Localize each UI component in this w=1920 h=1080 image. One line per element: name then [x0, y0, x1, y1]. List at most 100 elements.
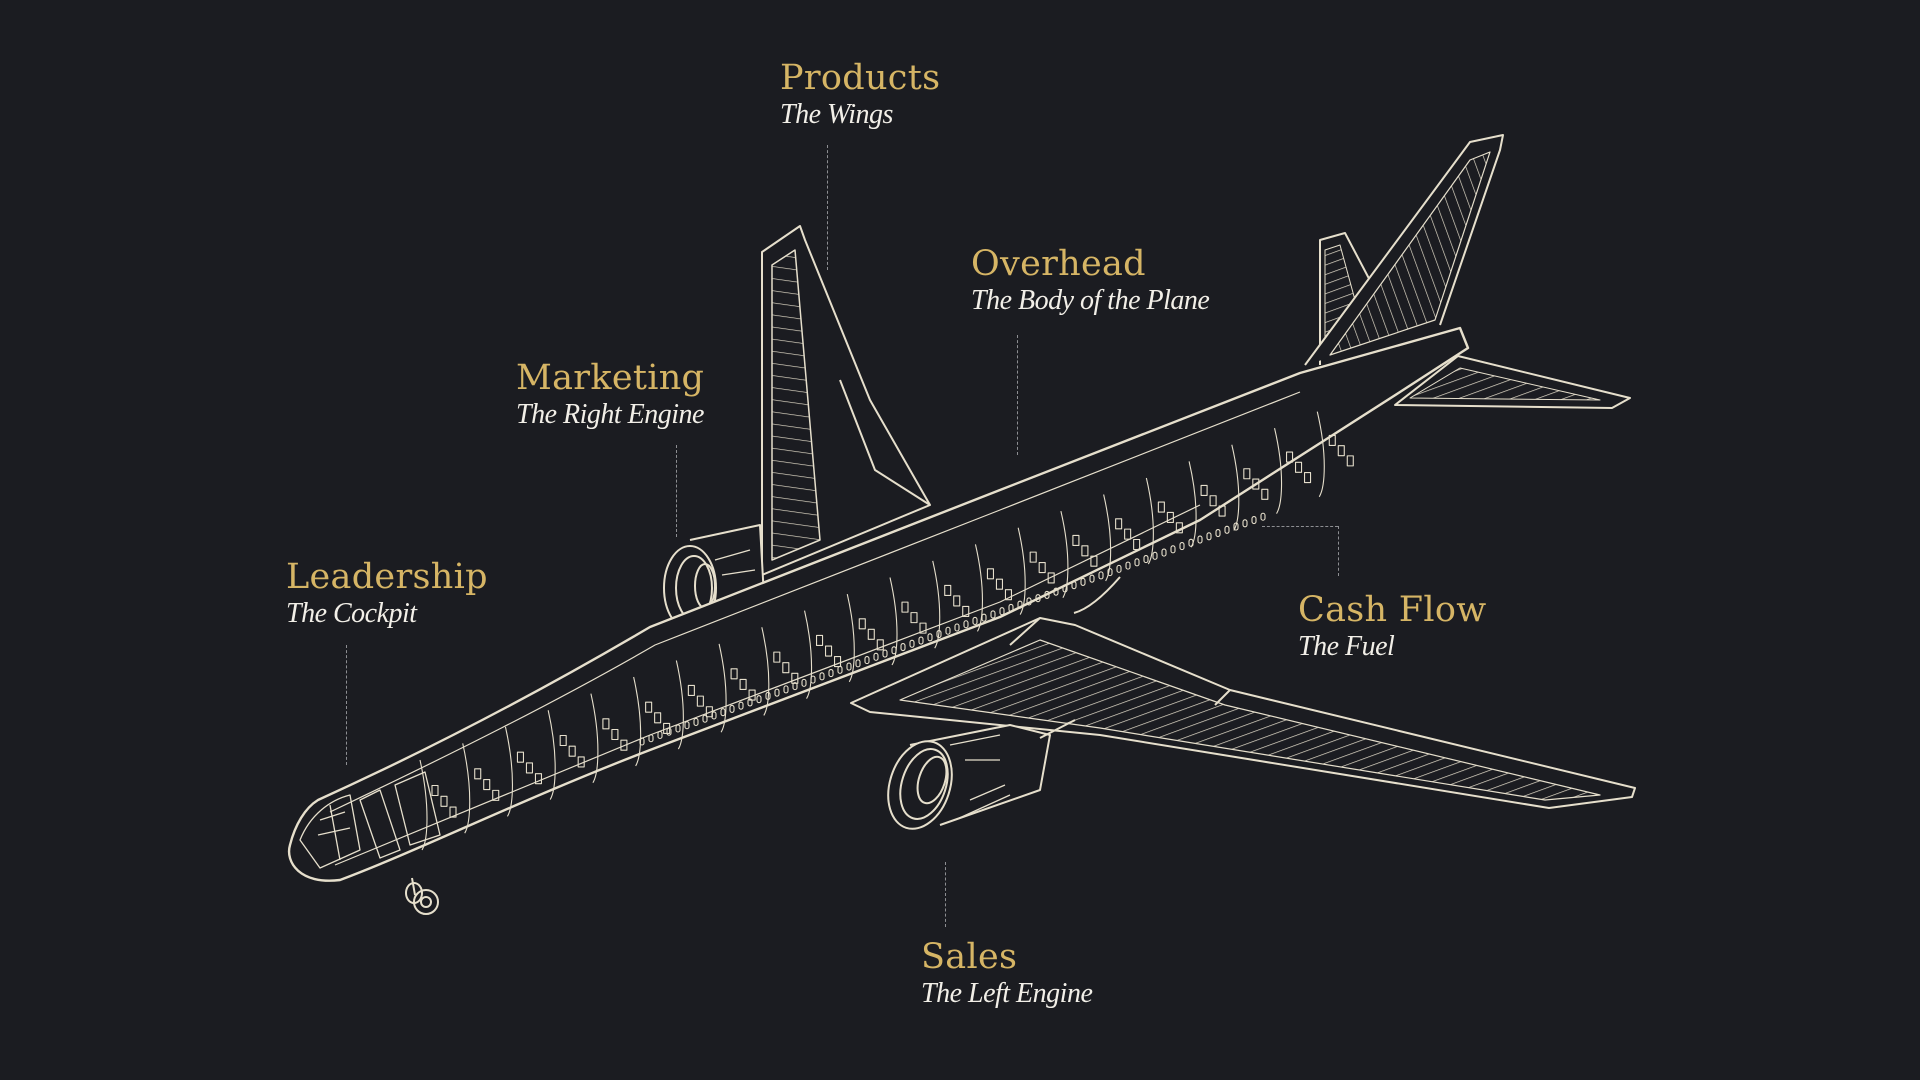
window	[1143, 555, 1149, 564]
window	[972, 616, 978, 626]
window	[1107, 568, 1113, 577]
seat	[1200, 484, 1208, 496]
window	[1251, 515, 1257, 525]
cabin-frame	[846, 593, 855, 683]
window	[1080, 577, 1086, 586]
window	[738, 701, 744, 710]
cabin-frame	[889, 577, 898, 666]
leader-line-cashflow-horizontal	[1262, 526, 1338, 527]
seat	[995, 578, 1004, 590]
near-wing	[850, 576, 1636, 809]
far-wing	[761, 225, 931, 576]
seat	[568, 745, 576, 757]
window	[1071, 581, 1077, 590]
window	[801, 678, 807, 687]
seat	[516, 751, 525, 763]
cabin-frame	[1231, 444, 1240, 531]
left-engine	[887, 719, 1076, 830]
seat	[687, 684, 695, 697]
seat	[791, 672, 799, 684]
label-title: Marketing	[516, 358, 705, 398]
leader-line-cashflow	[1338, 526, 1339, 576]
window	[1008, 603, 1014, 613]
window	[1044, 590, 1050, 599]
window	[963, 620, 969, 629]
cabin-frame	[1316, 411, 1325, 498]
cabin-frame	[1060, 511, 1069, 599]
window	[675, 724, 681, 733]
seat	[1133, 538, 1141, 551]
seat	[492, 789, 500, 801]
label-cashflow: Cash Flow The Fuel	[1298, 590, 1486, 664]
label-products: Products The Wings	[780, 58, 940, 132]
window	[873, 652, 879, 661]
window	[783, 685, 789, 694]
seat	[559, 734, 567, 747]
window	[1026, 597, 1032, 606]
window	[981, 613, 987, 622]
window	[900, 642, 906, 652]
cabin-frame	[633, 676, 642, 767]
seat	[611, 728, 619, 741]
cabin-frame	[804, 610, 813, 699]
seat	[1124, 528, 1132, 540]
seat	[696, 695, 704, 707]
window	[810, 675, 816, 684]
window	[1089, 574, 1095, 583]
window	[1206, 532, 1212, 541]
seat	[1090, 555, 1098, 567]
seat	[1303, 472, 1312, 484]
seat	[474, 768, 482, 780]
window	[1152, 551, 1158, 560]
label-title: Products	[780, 58, 941, 98]
window	[837, 665, 843, 674]
seat	[858, 618, 866, 630]
seat	[1029, 551, 1037, 563]
cabin-frame	[1017, 527, 1026, 615]
window	[954, 623, 960, 632]
label-subtitle: The Wings	[780, 99, 893, 130]
window	[693, 717, 699, 727]
window	[1242, 519, 1248, 528]
seat	[1115, 518, 1123, 530]
label-subtitle: The Cockpit	[286, 598, 417, 629]
window	[819, 672, 825, 681]
fuselage	[287, 326, 1470, 882]
leader-line-leadership	[346, 645, 347, 765]
seat	[645, 701, 653, 713]
seat	[815, 634, 824, 647]
nose-landing-gear	[405, 877, 439, 915]
cabin-frame	[675, 660, 684, 750]
window	[1053, 587, 1059, 596]
seat	[1346, 455, 1354, 467]
leader-line-sales	[945, 862, 946, 927]
seat	[525, 762, 534, 774]
seat	[1047, 572, 1055, 584]
window	[990, 610, 996, 619]
window	[1224, 525, 1230, 534]
seat	[620, 739, 628, 751]
window	[1197, 535, 1203, 544]
seat	[1209, 495, 1217, 507]
seat	[1252, 478, 1260, 490]
seat	[1328, 434, 1336, 446]
seat	[577, 756, 585, 768]
window	[729, 704, 735, 713]
vertical-tail	[1304, 134, 1504, 366]
seat	[483, 779, 491, 791]
seat	[986, 568, 995, 580]
label-overhead: Overhead The Body of the Plane	[971, 244, 1210, 318]
leader-line-overhead	[1017, 335, 1018, 455]
window	[1134, 558, 1140, 567]
seat	[919, 622, 927, 634]
window	[1179, 542, 1185, 551]
seat	[739, 678, 747, 690]
label-leadership: Leadership The Cockpit	[286, 557, 488, 631]
label-subtitle: The Fuel	[1298, 631, 1395, 662]
seat	[876, 639, 884, 651]
window	[1161, 548, 1167, 557]
seat	[602, 718, 610, 730]
window	[1116, 564, 1122, 573]
seat	[705, 706, 713, 718]
label-subtitle: The Right Engine	[516, 399, 704, 430]
